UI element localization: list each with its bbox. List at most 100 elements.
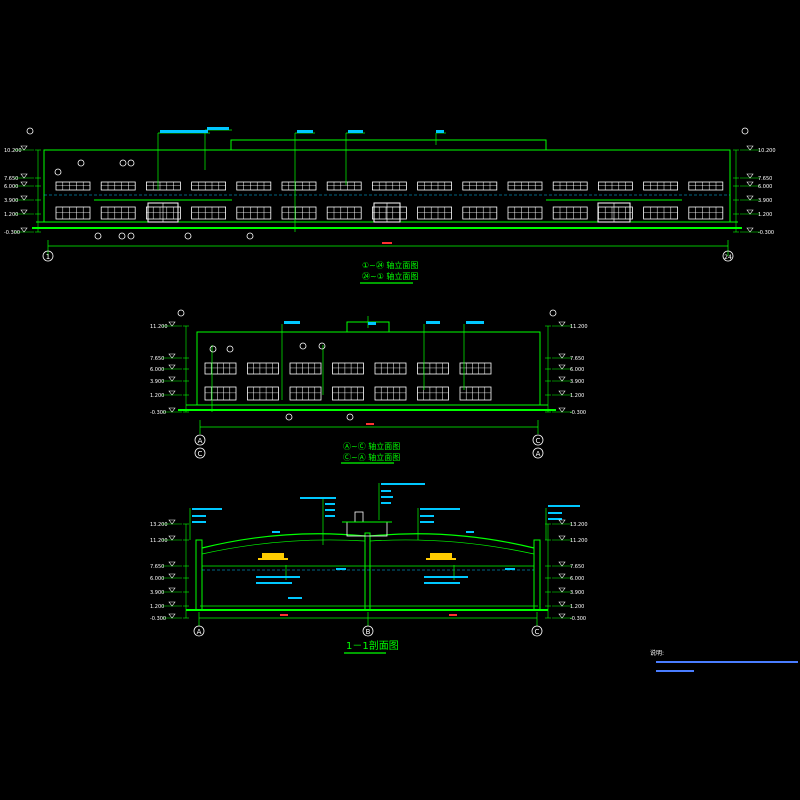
level-label: 6.000	[150, 576, 164, 582]
level-label: 7.650	[4, 176, 18, 182]
axis-bubble-1	[42, 250, 54, 262]
level-label: -0.300	[150, 616, 166, 622]
level-label: 1.200	[150, 604, 164, 610]
level-marker	[558, 321, 566, 327]
level-label: 11.200	[570, 324, 588, 330]
window-lower	[417, 206, 453, 220]
level-marker	[168, 519, 176, 525]
window-lower	[332, 386, 364, 401]
level-marker	[20, 145, 28, 151]
level-label: -0.300	[150, 410, 166, 416]
level-label: 3.900	[4, 198, 18, 204]
level-label: 3.900	[150, 590, 164, 596]
level-marker	[20, 181, 28, 187]
level-label: 3.900	[758, 198, 772, 204]
elevation-2-title-2: Ⓒ~Ⓐ 轴立面图	[343, 452, 400, 462]
level-label: 6.000	[570, 576, 584, 582]
window-lower	[191, 206, 227, 220]
level-marker	[168, 353, 176, 359]
level-marker	[168, 390, 176, 396]
level-marker	[746, 209, 754, 215]
window-lower	[236, 206, 272, 220]
level-label: 1.200	[150, 393, 164, 399]
window-upper	[191, 181, 227, 191]
level-label: 3.900	[570, 590, 584, 596]
level-marker	[20, 195, 28, 201]
level-label: 7.650	[570, 564, 584, 570]
window-lower	[462, 206, 498, 220]
window-lower	[289, 386, 322, 401]
level-label: 11.200	[150, 538, 168, 544]
window-upper	[459, 362, 492, 375]
window-lower	[507, 206, 543, 220]
level-label: 1.200	[4, 212, 18, 218]
window-lower	[326, 206, 362, 220]
level-label: -0.300	[758, 230, 774, 236]
level-label: 11.200	[570, 538, 588, 544]
level-label: 3.900	[570, 379, 584, 385]
window-upper	[462, 181, 498, 191]
level-marker	[168, 535, 176, 541]
section-1-1: 13.200 11.200 7.650 6.000 3.900 1.200 -0.300 1…	[150, 483, 588, 654]
axis-bubble-24	[722, 250, 734, 262]
axis-label-section-c: C	[535, 628, 540, 636]
window-upper	[371, 181, 407, 191]
level-marker	[746, 227, 754, 233]
level-label: 1.200	[758, 212, 772, 218]
level-label: 10.200	[4, 148, 22, 154]
level-marker	[168, 613, 176, 619]
window-upper	[643, 181, 678, 191]
level-marker	[558, 390, 566, 396]
level-label: -0.300	[570, 616, 586, 622]
level-label: 13.200	[150, 522, 168, 528]
window-upper	[688, 181, 724, 191]
window-upper	[145, 181, 181, 191]
axis-label-a-right: A	[536, 450, 541, 458]
notes-title: 说明:	[650, 649, 664, 657]
level-marker	[168, 407, 176, 413]
level-marker	[168, 321, 176, 327]
level-label: 7.650	[758, 176, 772, 182]
level-marker	[20, 227, 28, 233]
window-lower	[552, 206, 588, 220]
axis-label-section-b: B	[366, 628, 371, 636]
general-notes: 说明:	[650, 649, 798, 672]
window-upper	[100, 181, 136, 191]
level-marker	[558, 613, 566, 619]
elevation-2-title-1: Ⓐ~Ⓒ 轴立面图	[343, 441, 400, 451]
level-marker	[746, 145, 754, 151]
axis-label-c-right: C	[536, 437, 541, 445]
window-lower	[417, 386, 449, 401]
level-marker	[746, 173, 754, 179]
elevation-1-title-1: ①~㉔ 轴立面图	[362, 260, 418, 270]
level-marker	[558, 601, 566, 607]
window-upper	[598, 181, 633, 191]
level-marker	[558, 519, 566, 525]
level-label: 1.200	[570, 393, 584, 399]
level-marker	[168, 601, 176, 607]
window-upper	[289, 362, 322, 375]
level-label: 6.000	[758, 184, 772, 190]
level-marker	[168, 376, 176, 382]
level-label: 11.200	[150, 324, 168, 330]
level-marker	[558, 353, 566, 359]
window-lower	[145, 206, 181, 220]
window-lower	[643, 206, 678, 220]
window-lower	[374, 386, 407, 401]
level-marker	[558, 561, 566, 567]
level-label: 6.000	[4, 184, 18, 190]
level-marker	[558, 407, 566, 413]
level-label: -0.300	[570, 410, 586, 416]
level-marker	[558, 587, 566, 593]
level-marker	[168, 573, 176, 579]
window-lower	[371, 206, 407, 220]
level-label: 7.650	[150, 564, 164, 570]
level-marker	[746, 195, 754, 201]
window-upper	[417, 362, 449, 375]
level-marker	[168, 561, 176, 567]
level-marker	[168, 587, 176, 593]
level-label: 10.200	[758, 148, 776, 154]
window-upper	[374, 362, 407, 375]
